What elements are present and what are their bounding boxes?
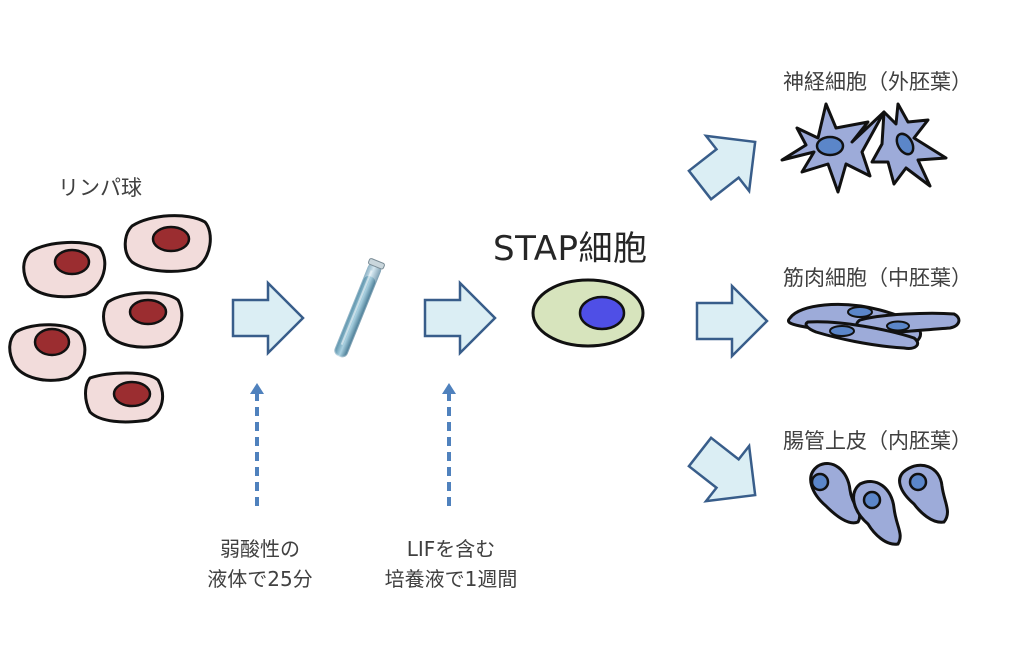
stap-cell: [531, 278, 645, 348]
gut-epithelium-cell: [809, 462, 862, 525]
lymphocyte-cell: [123, 214, 212, 273]
dashed-arrow-acid: [250, 383, 264, 506]
lymphocyte-group: [8, 214, 212, 424]
acid-condition-line-2: 液体で25分: [207, 567, 313, 591]
lymphocyte-cell: [102, 291, 184, 349]
acid-condition-caption: 弱酸性の 液体で25分: [190, 534, 330, 594]
process-arrow-2: [423, 279, 497, 357]
muscle-cell-label: 筋肉細胞（中胚葉）: [783, 266, 972, 290]
muscle-cells: [787, 302, 961, 350]
gut-epithelium-cells: [809, 462, 949, 546]
dashed-arrow-lif: [442, 383, 456, 506]
differentiation-arrow-gut: [687, 436, 757, 503]
differentiation-arrow-neuron: [687, 134, 757, 201]
gut-epithelium-label: 腸管上皮（内胚葉）: [783, 429, 972, 453]
lymphocyte-cell: [8, 323, 87, 382]
stap-cell-label: STAP細胞: [493, 229, 648, 269]
test-tube-icon: [334, 258, 385, 358]
lymphocyte-cell: [22, 240, 107, 299]
acid-condition-line-1: 弱酸性の: [220, 537, 300, 561]
lif-condition-line-1: LIFを含む: [406, 537, 496, 561]
lif-condition-line-2: 培養液で1週間: [384, 567, 518, 591]
neuron-label: 神経細胞（外胚葉）: [783, 70, 972, 94]
lymphocyte-label: リンパ球: [58, 176, 142, 200]
gut-epithelium-cell: [898, 463, 949, 524]
lymphocyte-cell: [84, 371, 165, 424]
neuron-cells: [780, 102, 948, 194]
lif-condition-caption: LIFを含む 培養液で1週間: [376, 534, 526, 594]
differentiation-arrow-muscle: [695, 282, 769, 360]
process-arrow-1: [231, 279, 305, 357]
gut-epithelium-cell: [852, 480, 902, 546]
